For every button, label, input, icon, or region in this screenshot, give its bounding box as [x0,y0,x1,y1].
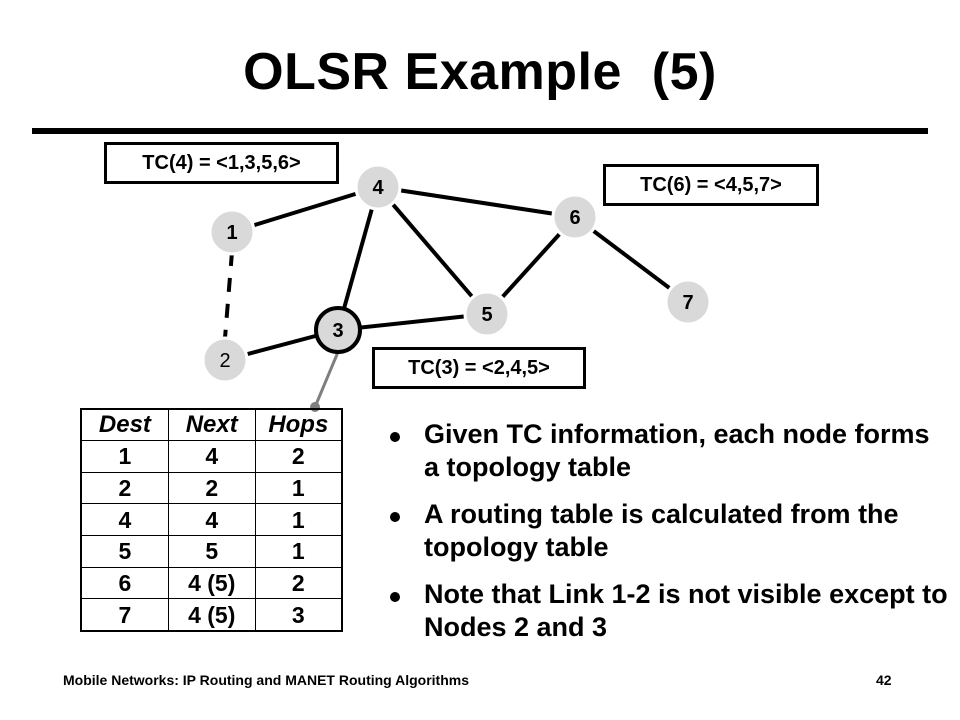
tc3-box: TC(3) = <2,4,5> [372,347,586,389]
node-3: 3 [314,306,362,354]
cell-dest: 5 [80,534,169,568]
slide-title: OLSR Example (5) [243,43,717,101]
cell-next: 5 [167,534,256,568]
node-5-label: 5 [481,304,492,326]
title-divider [32,128,928,134]
cell-hops: 2 [254,566,343,600]
tc6-box: TC(6) = <4,5,7> [603,164,819,206]
table-row: 2 2 1 [80,471,343,505]
cell-dest: 7 [80,598,169,632]
cell-hops: 1 [254,534,343,568]
bullet-dot-icon [390,512,400,522]
cell-dest: 1 [80,440,169,473]
link-6-7 [573,215,690,304]
cell-next: 2 [167,471,256,505]
table-row: 5 5 1 [80,534,343,568]
table-row: 7 4 (5) 3 [80,598,343,632]
cell-hops: 3 [254,598,343,632]
node-7: 7 [664,278,712,326]
node-2-label: 2 [219,350,230,372]
tc4-box: TC(4) = <1,3,5,6> [104,142,339,184]
bullet-item: Given TC information, each node forms a … [388,418,948,484]
link-4-6 [377,185,576,219]
table-row: 6 4 (5) 2 [80,566,343,600]
cell-dest: 6 [80,566,169,600]
routing-table-header: Dest Next Hops [80,408,343,441]
node-1-label: 1 [226,222,237,244]
header-dest: Dest [80,408,169,441]
cell-hops: 2 [254,440,343,473]
cell-next: 4 (5) [167,598,256,632]
bullet-text: Note that Link 1-2 is not visible except… [424,579,948,642]
cell-dest: 2 [80,471,169,505]
footer-course-title: Mobile Networks: IP Routing and MANET Ro… [63,672,469,688]
node-7-label: 7 [682,292,693,314]
cell-next: 4 (5) [167,566,256,600]
node-4-label: 4 [372,177,384,199]
bullet-list: Given TC information, each node forms a … [388,418,948,658]
link-3-5 [337,312,488,332]
table-row: 4 4 1 [80,503,343,536]
tc6-label: TC(6) = <4,5,7> [640,173,782,196]
link-1-2-hidden [223,251,234,339]
bullet-dot-icon [390,592,400,602]
node-2: 2 [201,336,249,384]
node-6: 6 [551,193,599,241]
bullet-text: A routing table is calculated from the t… [424,499,899,562]
node-4: 4 [354,163,402,211]
footer-page-number: 42 [876,672,892,688]
cell-hops: 1 [254,503,343,536]
link-4-5 [376,185,489,316]
link-4-3 [336,186,380,331]
header-next: Next [167,408,256,441]
cell-hops: 1 [254,471,343,505]
node-6-label: 6 [569,207,580,229]
bullet-dot-icon [390,432,400,442]
bullet-text: Given TC information, each node forms a … [424,419,930,482]
node-5: 5 [463,290,511,338]
table-row: 1 4 2 [80,440,343,473]
tc3-label: TC(3) = <2,4,5> [408,356,550,379]
header-hops: Hops [254,408,343,441]
bullet-item: Note that Link 1-2 is not visible except… [388,578,948,644]
cell-next: 4 [167,503,256,536]
node-1: 1 [208,208,256,256]
routing-table: Dest Next Hops 1 4 2 2 2 1 4 4 1 5 5 1 6… [80,408,343,632]
cell-next: 4 [167,440,256,473]
node-3-label: 3 [332,320,343,342]
link-1-4 [231,185,379,234]
cell-dest: 4 [80,503,169,536]
table-pointer-line [313,351,340,408]
bullet-item: A routing table is calculated from the t… [388,498,948,564]
tc4-label: TC(4) = <1,3,5,6> [142,151,301,174]
